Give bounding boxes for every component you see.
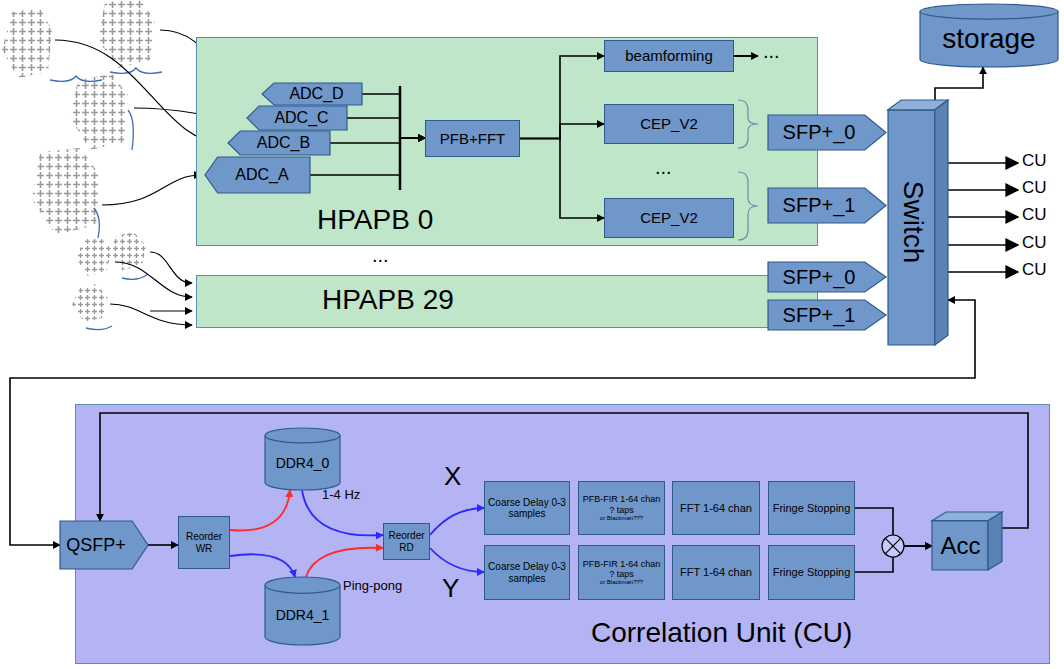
connector — [935, 67, 983, 100]
multiplier-symbol — [882, 535, 904, 557]
node-label: HPAPB 29 — [322, 284, 454, 316]
process-box: FFT 1-64 chan — [672, 481, 760, 535]
node-label: CEP_V2 — [640, 115, 698, 132]
port-arrow: SFP+_1 — [768, 188, 886, 223]
memory-cylinder: DDR4_1 — [265, 577, 340, 645]
connector — [520, 56, 604, 139]
node-label: Switch — [897, 181, 929, 263]
node-label: SFP+_1 — [783, 194, 856, 217]
connector — [230, 490, 290, 531]
connector — [148, 544, 178, 546]
free-label: Ping-pong — [343, 579, 402, 593]
switch-box: Switch — [888, 100, 948, 345]
port-arrow: SFP+_1 — [768, 300, 886, 330]
node-label: CEP_V2 — [640, 209, 698, 226]
free-label: Y — [442, 574, 459, 603]
adc-block: ADC_A — [205, 157, 310, 193]
process-box: Coarse Delay 0-3 samples — [484, 481, 570, 535]
port-arrow: QSFP+ — [60, 521, 148, 569]
connector — [430, 508, 484, 535]
free-label: ... — [763, 40, 780, 62]
adc-block: ADC_D — [262, 83, 362, 105]
memory-cylinder: storage — [920, 4, 1058, 67]
board-panel: HPAPB 0 ADC_D ADC_C ADC_B ADC_A PFB+FFT beamfo… — [196, 37, 818, 246]
process-box: Fringe Stopping — [768, 481, 855, 535]
connector — [347, 118, 425, 138]
node-label: Acc — [940, 532, 980, 560]
free-label: CU — [1022, 234, 1047, 253]
free-label: 1-4 Hz — [322, 488, 360, 502]
node-label: PFB-FIR 1-64 chan ? taps — [582, 559, 661, 580]
connector — [520, 124, 604, 139]
process-box: PFB-FIR 1-64 chan ? tapsor Blackman??? — [578, 481, 665, 535]
connector — [100, 413, 1028, 528]
accumulator-cube: Acc — [932, 512, 1002, 570]
board-panel: HPAPB 29SFP+_0SFP+_1 — [196, 275, 818, 328]
free-label: ... — [372, 244, 389, 266]
adc-block: ADC_B — [228, 131, 330, 155]
node-note: or Blackman??? — [600, 515, 643, 522]
free-label: X — [444, 462, 461, 491]
process-box: CEP_V2 — [604, 104, 734, 144]
node-label: storage — [942, 23, 1035, 55]
node-label: QSFP+ — [66, 535, 126, 556]
node-label: FFT 1-64 chan — [680, 566, 752, 579]
port-arrow: SFP+_0 — [768, 262, 886, 292]
connector — [10, 300, 975, 545]
node-label: ADC_C — [274, 109, 328, 127]
connector — [520, 139, 604, 219]
node-label: ADC_D — [289, 85, 343, 103]
process-box: Reorder RD — [383, 523, 430, 560]
node-label: beamforming — [625, 47, 713, 64]
connector — [362, 94, 425, 138]
node-label: SFP+_0 — [783, 266, 856, 289]
free-label: ... — [655, 156, 672, 178]
free-label: CU — [1022, 206, 1047, 225]
node-label: Reorder RD — [387, 530, 426, 553]
node-label: SFP+_0 — [783, 121, 856, 144]
node-label: Fringe Stopping — [773, 502, 851, 515]
process-box: Coarse Delay 0-3 samples — [484, 545, 570, 600]
node-label: Reorder WR — [182, 531, 226, 554]
process-box: PFB+FFT — [425, 120, 520, 157]
connector — [230, 554, 295, 577]
process-box: Reorder WR — [178, 516, 230, 569]
node-note: or Blackman??? — [600, 579, 643, 586]
process-box: beamforming — [604, 40, 734, 72]
node-label: PFB+FFT — [440, 130, 505, 147]
free-label: CU — [1022, 152, 1047, 171]
adc-block: ADC_C — [247, 106, 347, 130]
memory-cylinder: DDR4_0 — [265, 428, 340, 490]
connector — [430, 548, 484, 572]
node-label: DDR4_0 — [276, 455, 330, 471]
process-box: Fringe Stopping — [768, 545, 855, 600]
node-label: SFP+_1 — [783, 304, 856, 327]
node-label: Coarse Delay 0-3 samples — [488, 561, 566, 584]
node-label: Fringe Stopping — [773, 566, 851, 579]
connector — [310, 138, 425, 175]
port-arrow: SFP+_0 — [768, 115, 886, 150]
node-label: ADC_A — [235, 166, 288, 184]
free-label: CU — [1022, 261, 1047, 280]
node-label: HPAPB 0 — [317, 204, 433, 236]
node-label: ADC_B — [257, 134, 310, 152]
node-label: Coarse Delay 0-3 samples — [488, 497, 566, 520]
node-label: Correlation Unit (CU) — [591, 617, 852, 649]
process-box: FFT 1-64 chan — [672, 545, 760, 600]
process-box: PFB-FIR 1-64 chan ? tapsor Blackman??? — [578, 545, 665, 600]
free-label: CU — [1022, 179, 1047, 198]
node-label: PFB-FIR 1-64 chan ? taps — [582, 494, 661, 515]
node-label: FFT 1-64 chan — [680, 502, 752, 515]
connector — [306, 548, 383, 577]
process-box: CEP_V2 — [604, 198, 734, 238]
board-panel: Correlation Unit (CU)QSFP+Reorder WRDDR4… — [75, 404, 1050, 664]
node-label: DDR4_1 — [276, 607, 330, 623]
